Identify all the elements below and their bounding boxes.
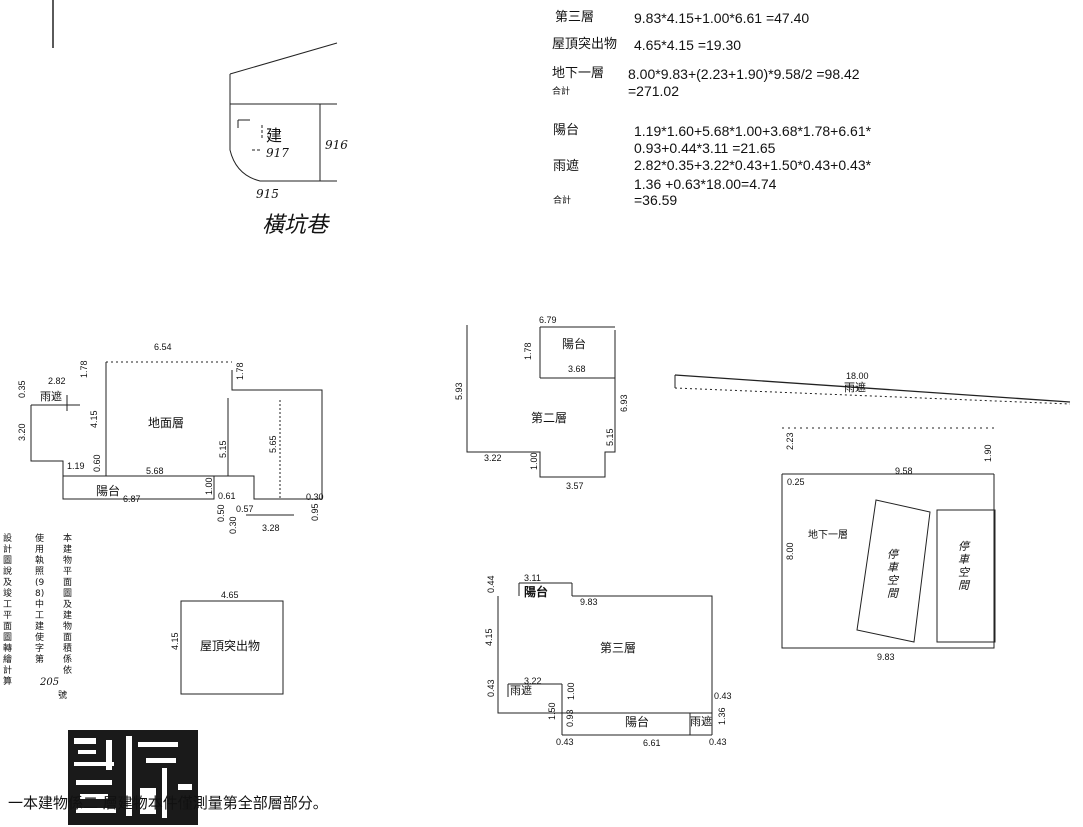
dimension: 1.78 bbox=[523, 342, 533, 360]
dimension: 0.57 bbox=[236, 504, 254, 514]
dimension: 0.43 bbox=[556, 737, 574, 747]
parking-label: 停車空間 bbox=[887, 548, 898, 600]
note-column: 本建物平面圖及建物面積係依 bbox=[63, 534, 73, 676]
room-label: 雨遮 bbox=[510, 684, 532, 697]
dimension: 1.00 bbox=[566, 682, 576, 700]
room-label: 屋頂突出物 bbox=[200, 639, 261, 653]
room-label: 陽台 bbox=[96, 484, 121, 498]
row-formula: 4.65*4.15 =19.30 bbox=[634, 37, 742, 53]
dimension: 18.00 bbox=[846, 371, 869, 381]
dimension: 8.00 bbox=[785, 542, 795, 560]
dimension: 5.15 bbox=[605, 428, 615, 446]
dimension: 6.79 bbox=[539, 315, 557, 325]
lot-number: 916 bbox=[325, 138, 348, 152]
dimension: 0.61 bbox=[218, 491, 236, 501]
row-label: 合計 bbox=[553, 196, 572, 206]
dimension: 1.19 bbox=[67, 461, 85, 471]
dimension: 5.65 bbox=[268, 435, 278, 453]
dimension: 9.58 bbox=[895, 466, 913, 476]
room-label: 地面層 bbox=[148, 416, 185, 430]
dimension: 4.15 bbox=[170, 632, 180, 650]
dimension: 0.43 bbox=[486, 679, 496, 697]
room-label: 陽台 bbox=[524, 585, 549, 599]
note-text: 號 bbox=[58, 691, 68, 701]
dimension: 1.78 bbox=[235, 362, 245, 380]
row-formula: 0.93+0.44*3.11 =21.65 bbox=[634, 140, 776, 156]
room-label: 雨遮 bbox=[40, 390, 62, 403]
dimension: 5.93 bbox=[454, 382, 464, 400]
footer-note: 一本建物係二 層建物本件僅測量第全部層部分。 bbox=[8, 794, 328, 812]
row-formula: 1.36 +0.63*18.00=4.74 bbox=[634, 176, 777, 192]
row-formula: 8.00*9.83+(2.23+1.90)*9.58/2 =98.42 bbox=[628, 66, 860, 82]
room-label: 地下一層 bbox=[808, 530, 848, 541]
dimension: 3.57 bbox=[566, 481, 584, 491]
row-formula: =36.59 bbox=[634, 192, 678, 208]
lot-number: 917 bbox=[266, 146, 289, 160]
dimension: 0.30 bbox=[228, 516, 238, 534]
dimension: 4.65 bbox=[221, 590, 239, 600]
building-label: 建 bbox=[266, 126, 283, 145]
dimension: 3.20 bbox=[17, 423, 27, 441]
row-label: 合計 bbox=[552, 87, 571, 97]
room-label: 雨遮 bbox=[690, 715, 712, 728]
row-label: 雨遮 bbox=[553, 159, 580, 174]
dimension: 0.25 bbox=[787, 477, 805, 487]
dimension: 4.15 bbox=[89, 410, 99, 428]
dimension: 0.50 bbox=[216, 504, 226, 522]
dimension: 3.68 bbox=[568, 364, 586, 374]
room-label: 第二層 bbox=[531, 411, 568, 425]
row-label: 屋頂突出物 bbox=[552, 37, 618, 52]
dimension: 3.22 bbox=[484, 453, 502, 463]
row-label: 第三層 bbox=[555, 10, 595, 25]
dimension: 0.44 bbox=[486, 575, 496, 593]
lot-number: 915 bbox=[256, 187, 279, 201]
dimension: 4.15 bbox=[484, 628, 494, 646]
dimension: 3.22 bbox=[524, 676, 542, 686]
dimension: 3.11 bbox=[524, 573, 541, 583]
dimension: 6.54 bbox=[154, 342, 172, 352]
note-column: 使用執照(98)中工建使字第 bbox=[35, 534, 45, 665]
dimension: 0.43 bbox=[714, 691, 732, 701]
room-label: 陽台 bbox=[625, 715, 650, 729]
dimension: 5.68 bbox=[146, 466, 164, 476]
room-label: 雨遮 bbox=[844, 381, 866, 394]
room-label: 陽台 bbox=[562, 337, 587, 351]
row-label: 地下一層 bbox=[552, 66, 605, 81]
dimension: 0.95 bbox=[310, 503, 320, 521]
dimension: 6.93 bbox=[619, 394, 629, 412]
row-formula: =271.02 bbox=[628, 83, 679, 99]
dimension: 0.43 bbox=[709, 737, 727, 747]
dimension: 1.36 bbox=[717, 707, 727, 725]
dimension: 2.82 bbox=[48, 376, 66, 386]
dimension: 6.87 bbox=[123, 494, 141, 504]
dimension: 1.78 bbox=[79, 360, 89, 378]
row-label: 陽台 bbox=[553, 123, 580, 138]
dimension: 9.83 bbox=[877, 652, 895, 662]
dimension: 3.28 bbox=[262, 523, 280, 533]
dimension: 2.23 bbox=[785, 432, 795, 450]
dimension: 0.35 bbox=[17, 380, 27, 398]
dimension: 0.30 bbox=[306, 492, 324, 502]
dimension: 5.15 bbox=[218, 440, 228, 458]
row-formula: 1.19*1.60+5.68*1.00+3.68*1.78+6.61* bbox=[634, 123, 872, 139]
row-formula: 9.83*4.15+1.00*6.61 =47.40 bbox=[634, 10, 810, 26]
dimension: 0.93 bbox=[565, 709, 575, 727]
dimension: 1.90 bbox=[983, 444, 993, 462]
row-formula: 2.82*0.35+3.22*0.43+1.50*0.43+0.43* bbox=[634, 157, 872, 173]
parking-label: 停車空間 bbox=[958, 540, 969, 592]
dimension: 1.50 bbox=[547, 702, 557, 720]
dimension: 1.00 bbox=[529, 452, 539, 470]
room-label: 第三層 bbox=[600, 641, 637, 655]
street-name: 橫坑巷 bbox=[262, 213, 329, 238]
dimension: 1.00 bbox=[204, 477, 214, 495]
dimension: 6.61 bbox=[643, 738, 661, 748]
note-column: 設計圖說及竣工平面圖轉繪計算 bbox=[3, 534, 13, 687]
dimension: 9.83 bbox=[580, 597, 598, 607]
dimension: 0.60 bbox=[92, 454, 102, 472]
seal-stamp bbox=[68, 730, 198, 825]
note-handwritten-number: 205 bbox=[40, 677, 60, 688]
